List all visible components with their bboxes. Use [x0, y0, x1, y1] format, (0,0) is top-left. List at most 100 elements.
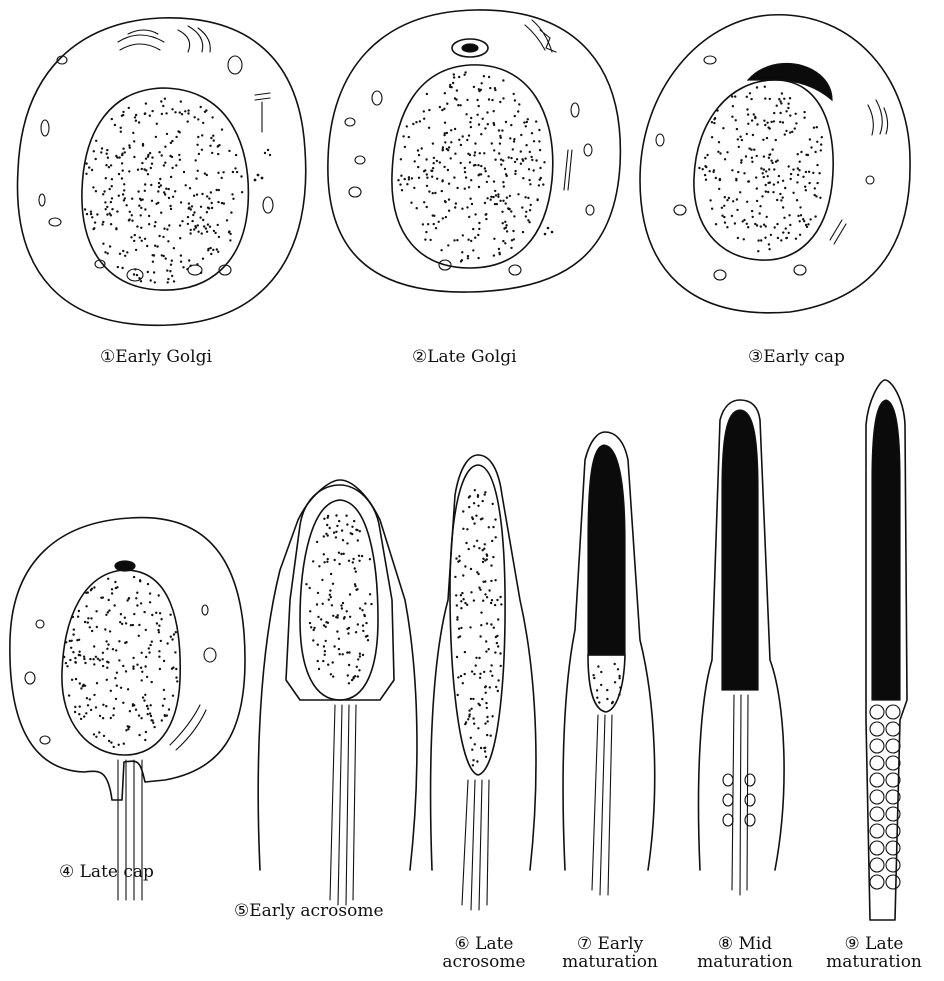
chromatin-dot: [312, 560, 314, 562]
chromatin-dot: [134, 116, 136, 118]
chromatin-dot: [69, 640, 71, 642]
chromatin-dot: [775, 139, 777, 141]
chromatin-dot: [95, 706, 97, 708]
chromatin-dot: [770, 121, 772, 123]
chromatin-dot: [808, 182, 810, 184]
chromatin-dot: [478, 657, 480, 659]
chromatin-dot: [83, 656, 85, 658]
chromatin-dot: [765, 184, 767, 186]
chromatin-dot: [108, 609, 110, 611]
chromatin-dot: [718, 188, 720, 190]
chromatin-dot: [119, 621, 121, 623]
chromatin-dot: [196, 144, 198, 146]
chromatin-dot: [593, 677, 595, 679]
chromatin-dot: [148, 223, 150, 225]
chromatin-dot: [132, 703, 134, 705]
chromatin-dot: [516, 158, 518, 160]
chromatin-dot: [185, 184, 187, 186]
chromatin-dot: [147, 708, 149, 710]
chromatin-dot: [713, 118, 715, 120]
chromatin-dot: [717, 151, 719, 153]
chromatin-dot: [765, 190, 767, 192]
chromatin-dot: [141, 162, 143, 164]
chromatin-dot: [101, 147, 103, 149]
chromatin-dot: [768, 243, 770, 245]
chromatin-dot: [508, 208, 510, 210]
chromatin-dot: [107, 643, 109, 645]
chromatin-dot: [201, 134, 203, 136]
chromatin-dot: [482, 581, 484, 583]
chromatin-dot: [787, 103, 789, 105]
chromatin-dot: [109, 188, 111, 190]
chromatin-dot: [102, 665, 104, 667]
chromatin-dot: [474, 142, 476, 144]
chromatin-dot: [466, 139, 468, 141]
chromatin-dot: [606, 689, 608, 691]
chromatin-dot: [194, 116, 196, 118]
chromatin-dot: [140, 227, 142, 229]
stage-4-late-cap-cell: [10, 518, 245, 900]
chromatin-dot: [470, 591, 472, 593]
chromatin-dot: [782, 180, 784, 182]
chromatin-dot: [74, 711, 76, 713]
chromatin-dot: [137, 190, 139, 192]
chromatin-dot: [814, 215, 816, 217]
chromatin-dot: [530, 156, 532, 158]
chromatin-dot: [136, 225, 138, 227]
chromatin-dot: [141, 168, 143, 170]
chromatin-dot: [107, 611, 109, 613]
chromatin-dot: [111, 208, 113, 210]
chromatin-dot: [339, 653, 341, 655]
chromatin-dot: [171, 140, 173, 142]
chromatin-dot: [400, 175, 402, 177]
chromatin-dot: [432, 214, 434, 216]
chromatin-dot: [598, 701, 600, 703]
chromatin-dot: [486, 707, 488, 709]
stage-7-early-maturation-cell: [563, 432, 655, 895]
chromatin-dot: [144, 208, 146, 210]
chromatin-dot: [759, 205, 761, 207]
chromatin-dot: [103, 190, 105, 192]
chromatin-dot: [803, 220, 805, 222]
chromatin-dot: [471, 749, 473, 751]
chromatin-dot: [126, 251, 128, 253]
chromatin-dot: [138, 635, 140, 637]
chromatin-dot: [763, 168, 765, 170]
chromatin-dot: [538, 184, 540, 186]
chromatin-dot: [150, 184, 152, 186]
chromatin-dot: [482, 549, 484, 551]
chromatin-dot: [508, 156, 510, 158]
chromatin-dot: [165, 112, 167, 114]
mitochondrion: [870, 739, 884, 753]
chromatin-dot: [506, 230, 508, 232]
chromatin-dot: [513, 138, 515, 140]
chromatin-dot: [766, 122, 768, 124]
stage-3-early-cap-cell: [640, 15, 910, 313]
chromatin-dot: [467, 239, 469, 241]
chromatin-dot: [73, 628, 75, 630]
chromatin-dot: [425, 231, 427, 233]
chromatin-dot: [501, 211, 503, 213]
chromatin-dot: [529, 151, 531, 153]
stage-5-label: ⑤Early acrosome: [234, 903, 384, 921]
chromatin-dot: [525, 144, 527, 146]
chromatin-dot: [493, 254, 495, 256]
chromatin-dot: [362, 624, 364, 626]
chromatin-dot: [68, 694, 70, 696]
chromatin-dot: [492, 196, 494, 198]
chromatin-dot: [93, 586, 95, 588]
chromatin-dot: [765, 225, 767, 227]
chromatin-dot: [464, 188, 466, 190]
chromatin-dot: [158, 594, 160, 596]
chromatin-dot: [479, 673, 481, 675]
chromatin-dot: [218, 144, 220, 146]
chromatin-dot: [325, 626, 327, 628]
chromatin-dot: [820, 143, 822, 145]
chromatin-dot: [128, 597, 130, 599]
chromatin-dot: [217, 224, 219, 226]
chromatin-dot: [500, 603, 502, 605]
chromatin-dot: [493, 180, 495, 182]
chromatin-dot: [347, 674, 349, 676]
chromatin-dot: [127, 688, 129, 690]
chromatin-dot: [618, 693, 620, 695]
